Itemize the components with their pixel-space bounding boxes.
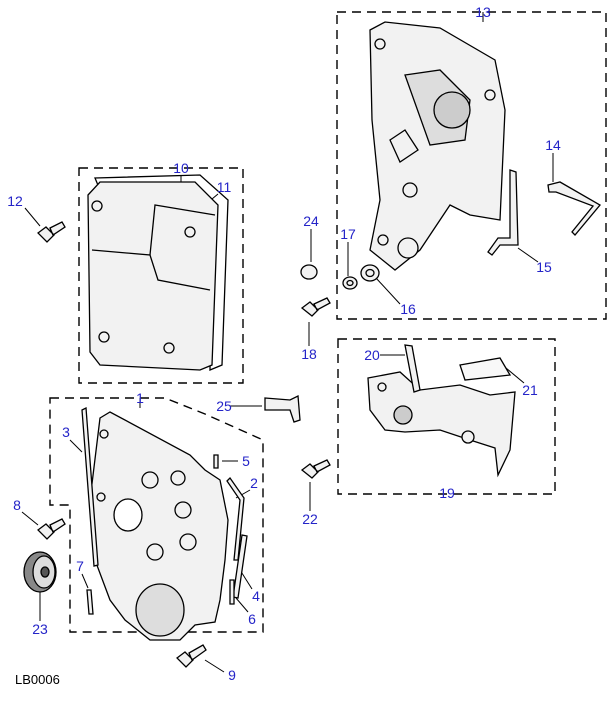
callout-4: 4	[252, 588, 260, 604]
callout-25: 25	[216, 398, 232, 414]
callout-10: 10	[173, 160, 189, 176]
part-10-upper-cover	[87, 181, 219, 371]
part-18-bolt	[300, 297, 331, 317]
callout-1: 1	[136, 390, 144, 406]
box-19	[337, 338, 556, 495]
part-9-bolt	[176, 644, 207, 668]
group-boxes	[49, 11, 607, 633]
callout-14: 14	[545, 137, 561, 153]
part-3-gasket	[81, 406, 99, 567]
callout-21: 21	[522, 382, 538, 398]
callout-11: 11	[216, 179, 232, 195]
callout-19: 19	[439, 485, 455, 501]
part-25-clip	[264, 394, 301, 423]
callout-2: 2	[250, 475, 258, 491]
parts	[23, 21, 601, 668]
callout-3: 3	[62, 424, 70, 440]
part-7-dowel	[86, 589, 94, 615]
callout-13: 13	[475, 4, 491, 20]
callout-6: 6	[248, 611, 256, 627]
callout-15: 15	[536, 259, 552, 275]
part-24-plug	[300, 264, 318, 280]
box-1	[49, 397, 264, 633]
callout-17: 17	[340, 226, 356, 242]
part-5-dowel	[213, 454, 219, 469]
part-4-seal	[232, 534, 248, 599]
diagram-code: LB0006	[15, 672, 60, 687]
callout-8: 8	[13, 497, 21, 513]
box-10	[78, 167, 244, 384]
part-19-middle-cover	[367, 371, 516, 478]
part-8-bolt	[37, 518, 66, 540]
part-21-strip	[459, 357, 512, 381]
part-6-dowel	[229, 579, 235, 605]
callout-12: 12	[7, 193, 23, 209]
leader-lines	[21, 12, 554, 673]
callout-23: 23	[32, 621, 48, 637]
callout-7: 7	[76, 558, 84, 574]
callout-24: 24	[303, 213, 319, 229]
part-20-strip	[404, 344, 421, 393]
callout-5: 5	[242, 453, 250, 469]
part-14-pin	[547, 181, 601, 236]
box-13	[336, 11, 607, 320]
part-13-rear-cover	[369, 21, 506, 271]
callout-22: 22	[302, 511, 318, 527]
part-22-bolt	[300, 459, 331, 479]
part-12-bolt	[37, 221, 66, 243]
callout-20: 20	[364, 347, 380, 363]
part-1-lower-cover	[89, 411, 229, 641]
callout-16: 16	[400, 301, 416, 317]
callout-9: 9	[228, 667, 236, 683]
callout-18: 18	[301, 346, 317, 362]
part-15-bracket	[487, 169, 519, 256]
part-2-seal	[226, 476, 245, 561]
